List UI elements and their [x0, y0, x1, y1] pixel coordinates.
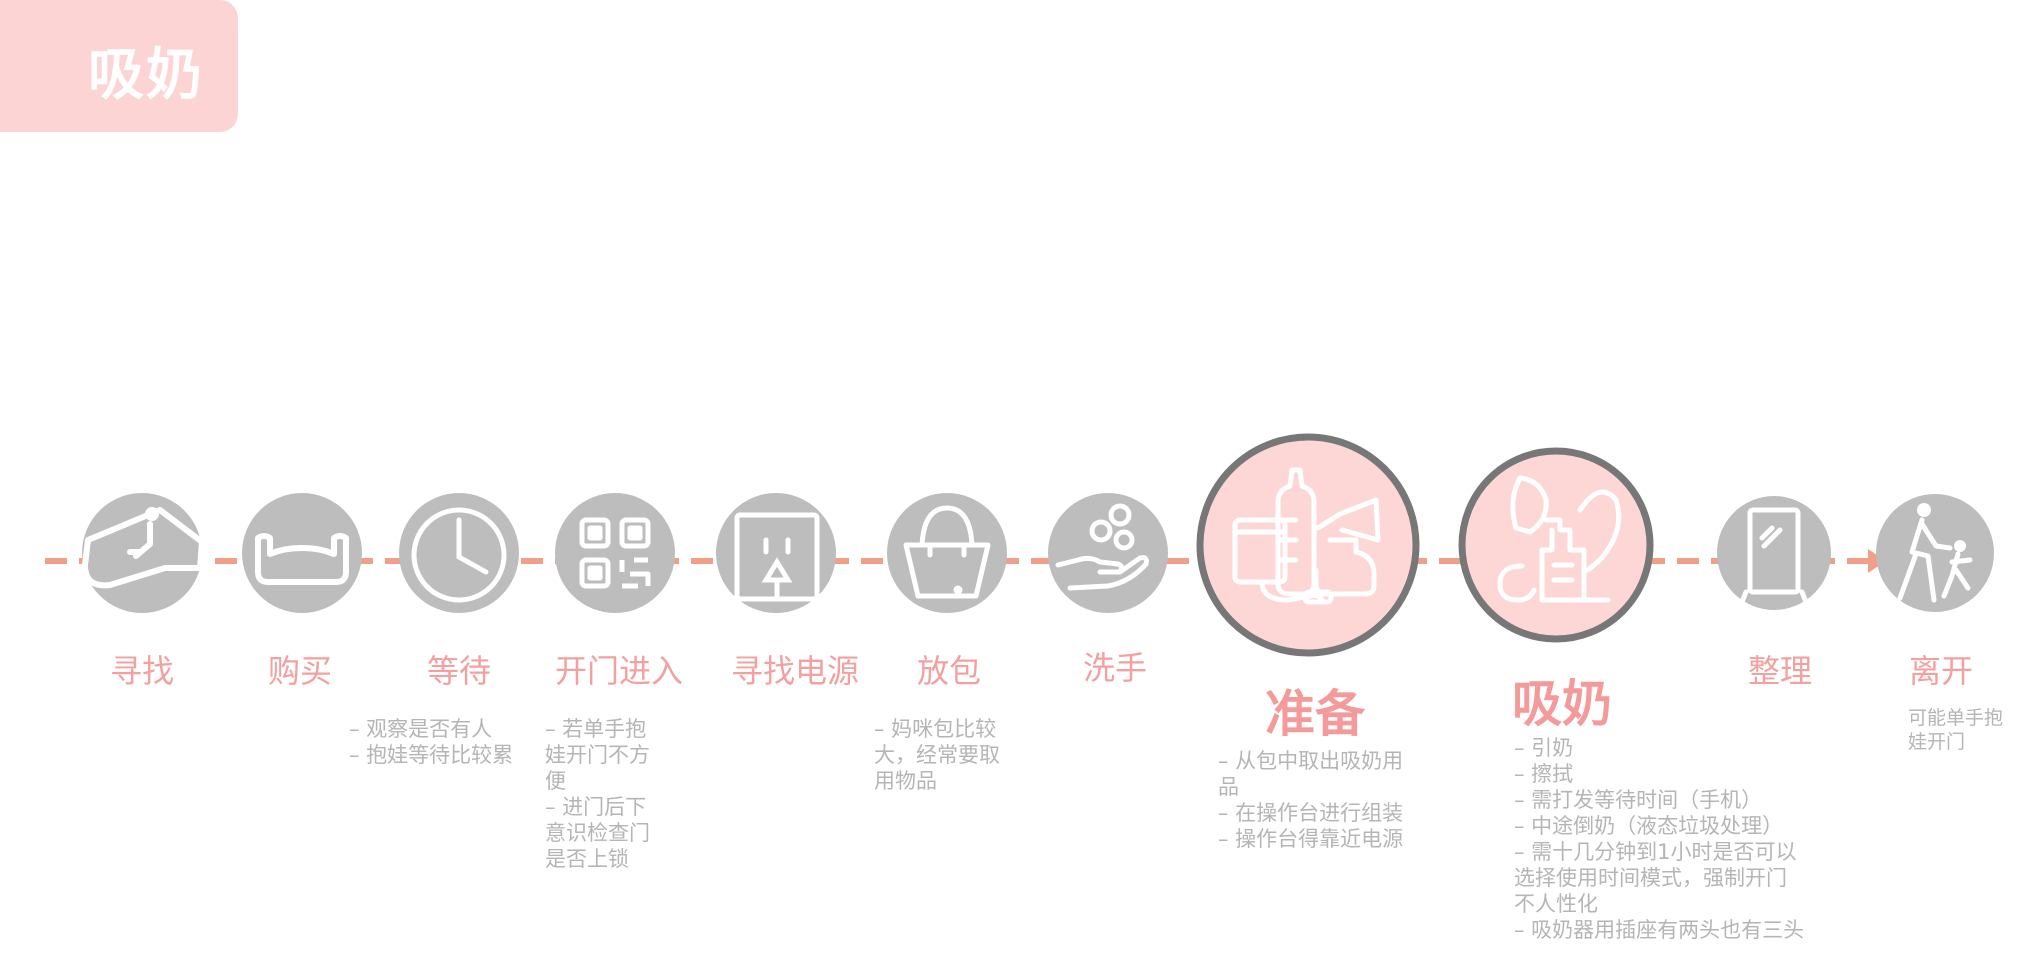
- step-label-put-bag: 放包: [916, 652, 982, 690]
- note-line: – 吸奶器用插座有两头也有三头: [1514, 918, 1805, 942]
- bag-icon: [903, 505, 991, 599]
- step-node-find-power: [716, 493, 836, 613]
- note-line: – 从包中取出吸奶用: [1218, 749, 1404, 773]
- step-label-prepare: 准备: [1265, 685, 1365, 743]
- note-line: 是否上锁: [545, 847, 629, 871]
- step-node-wait: [399, 493, 519, 613]
- note-line: – 需十几分钟到1小时是否可以: [1514, 840, 1797, 864]
- notes-leave: 可能单手抱 娃开门: [1908, 706, 2003, 754]
- step-label-tidy: 整理: [1747, 652, 1813, 690]
- title-tag: 吸奶: [0, 0, 238, 132]
- step-label-buy: 购买: [267, 652, 333, 690]
- step-node-leave: [1876, 494, 1994, 612]
- note-line: – 引奶: [1514, 736, 1574, 760]
- power-socket-icon: [734, 512, 820, 602]
- note-line: – 操作台得靠近电源: [1218, 827, 1404, 851]
- bottle-pump-icon: [1232, 467, 1381, 605]
- note-line: 娃开门不方: [545, 743, 650, 767]
- note-line: 可能单手抱: [1908, 707, 2004, 729]
- note-line: 大，经常要取: [874, 743, 1000, 767]
- note-line: 用物品: [874, 769, 937, 793]
- notes-open-door: – 若单手抱 娃开门不方 便 – 进门后下 意识检查门 是否上锁: [545, 716, 650, 872]
- step-label-wash-hands: 洗手: [1082, 649, 1148, 687]
- step-node-pumping: [1458, 447, 1654, 643]
- step-node-wash-hands: [1048, 493, 1168, 613]
- step-node-put-bag: [887, 493, 1007, 613]
- page-title: 吸奶: [88, 43, 204, 108]
- note-line: 便: [545, 769, 566, 793]
- step-node-open-door: [555, 493, 675, 613]
- note-line: 品: [1218, 775, 1239, 799]
- step-node-prepare: [1196, 433, 1420, 657]
- note-line: – 进门后下: [545, 795, 647, 819]
- note-line: – 擦拭: [1514, 762, 1574, 786]
- walking-with-child-icon: [1897, 503, 1973, 603]
- step-node-buy: [242, 493, 362, 613]
- note-line: – 中途倒奶（液态垃圾处理）: [1514, 814, 1784, 838]
- step-label-open-door: 开门进入: [554, 652, 684, 690]
- mirror-icon: [1739, 507, 1809, 605]
- step-node-tidy: [1717, 496, 1831, 610]
- hand-wash-icon: [1055, 503, 1149, 591]
- note-line: 选择使用时间模式，强制开门: [1514, 866, 1787, 890]
- sofa-icon: [255, 533, 349, 585]
- notes-wait: – 观察是否有人 – 抱娃等待比较累: [349, 716, 513, 768]
- note-line: – 在操作台进行组装: [1218, 801, 1404, 825]
- step-label-pumping: 吸奶: [1512, 675, 1612, 733]
- note-line: – 妈咪包比较: [874, 717, 997, 741]
- note-line: 娃开门: [1908, 731, 1966, 753]
- note-line: – 抱娃等待比较累: [349, 743, 514, 767]
- escalator-icon: [82, 507, 205, 589]
- note-line: – 观察是否有人: [349, 717, 493, 741]
- note-line: 意识检查门: [545, 821, 650, 845]
- note-line: 不人性化: [1514, 892, 1598, 916]
- step-label-find: 寻找: [109, 652, 175, 690]
- notes-pumping: – 引奶 – 擦拭 – 需打发等待时间（手机） – 中途倒奶（液态垃圾处理） –…: [1514, 735, 1804, 943]
- notes-put-bag: – 妈咪包比较 大，经常要取 用物品: [874, 716, 1000, 794]
- note-line: – 若单手抱: [545, 717, 647, 741]
- step-label-leave: 离开: [1908, 652, 1974, 690]
- notes-prepare: – 从包中取出吸奶用 品 – 在操作台进行组装 – 操作台得靠近电源: [1218, 748, 1403, 852]
- note-line: – 需打发等待时间（手机）: [1514, 788, 1763, 812]
- qr-code-icon: [579, 517, 651, 589]
- breast-pump-icon: [1497, 475, 1622, 603]
- step-label-find-power: 寻找电源: [730, 652, 860, 690]
- clock-icon: [411, 507, 507, 603]
- step-node-find: [82, 493, 205, 613]
- step-label-wait: 等待: [426, 652, 492, 690]
